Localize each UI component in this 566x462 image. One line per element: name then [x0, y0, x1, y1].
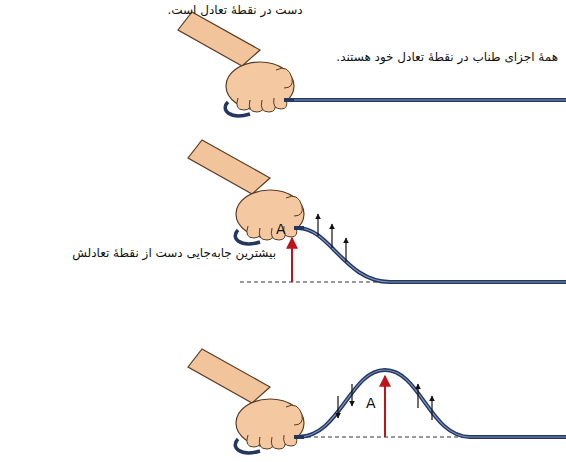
amplitude-symbol: A [276, 220, 286, 238]
rope-panel-rest [178, 12, 566, 116]
rope-panel-pulse-start [188, 140, 566, 282]
amplitude-symbol: A [366, 394, 376, 412]
caption-note: دست در نقطهٔ تعادل است. [130, 3, 340, 19]
amplitude-note: بیشترین جابه‌جایی دست از نقطهٔ تعادلش [4, 246, 276, 262]
rope-note: همهٔ اجزای طناب در نقطهٔ تعادل خود هستند… [300, 50, 558, 66]
rope-panel-pulse-travel [188, 349, 566, 453]
